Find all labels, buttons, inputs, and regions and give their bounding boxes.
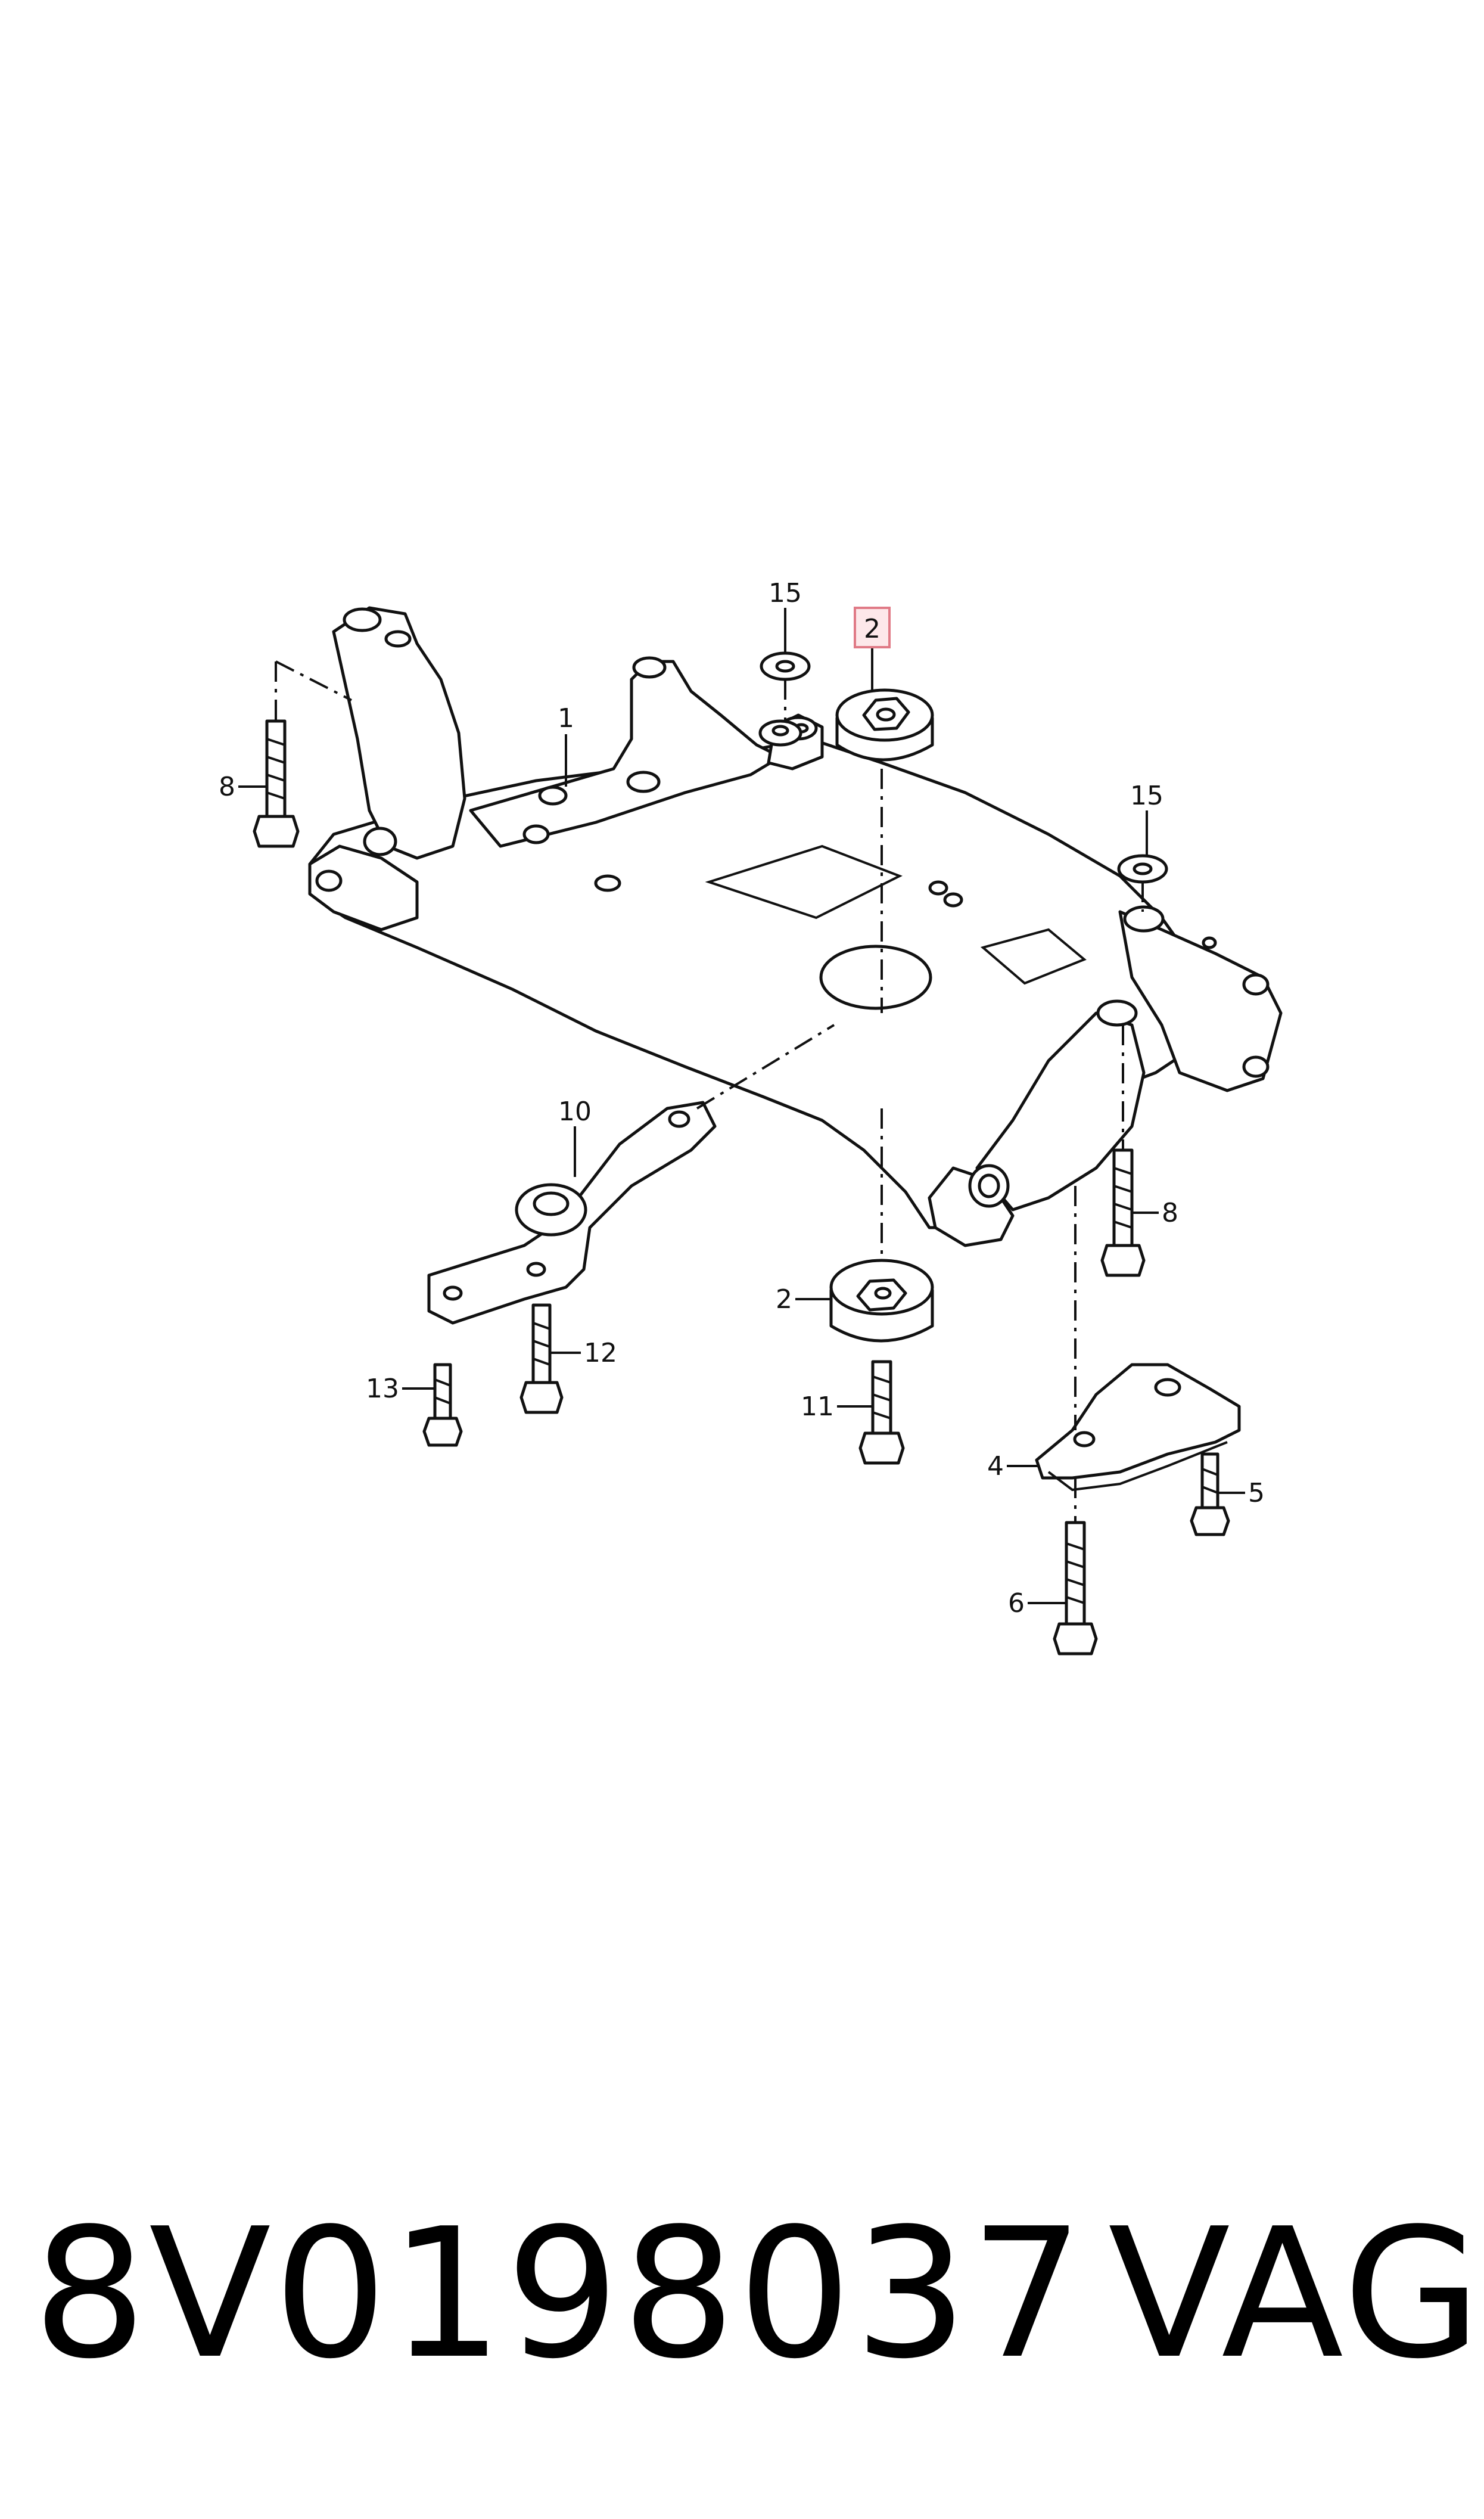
callout-8-left: 8: [219, 772, 235, 802]
callout-15-left: 15: [769, 578, 802, 608]
callout-1: 1: [558, 703, 574, 734]
callout-12: 12: [584, 1338, 617, 1368]
bolt-8-right: [1100, 1148, 1146, 1277]
callout-2-bottom: 2: [776, 1284, 792, 1315]
callouts: 15 2 1 8 15 8 10 2 12 13 11 4: [219, 578, 1265, 1619]
bolt-13: [422, 1363, 463, 1447]
subframe-bushing-bottom: [829, 1259, 934, 1343]
callout-15-right: 15: [1130, 781, 1163, 811]
subframe: [308, 606, 1283, 1247]
mount-bracket: [1035, 1363, 1241, 1492]
subframe-bushing-top: [835, 688, 934, 762]
bolt-11: [858, 1360, 905, 1465]
bolt-12: [519, 1303, 564, 1414]
callout-8-right: 8: [1162, 1198, 1178, 1228]
part-number: 8V0198037: [33, 2190, 1087, 2398]
washer-right: [1117, 854, 1168, 884]
callout-11: 11: [801, 1391, 834, 1422]
washer-left: [760, 651, 811, 681]
assembly-lines: [275, 660, 1144, 1523]
callout-13: 13: [366, 1374, 399, 1404]
callout-2-highlight: [854, 607, 891, 648]
bolt-5: [1190, 1452, 1230, 1536]
bolt-8-left: [253, 719, 300, 848]
callout-2-top: 2: [864, 614, 881, 644]
callout-6: 6: [1008, 1588, 1025, 1619]
callout-10: 10: [558, 1097, 592, 1127]
pendulum-support: [427, 1101, 717, 1325]
brand-name: VAG: [1108, 2190, 1484, 2398]
callout-5: 5: [1248, 1478, 1265, 1508]
callout-4: 4: [987, 1451, 1004, 1481]
bolt-6: [1053, 1521, 1098, 1655]
